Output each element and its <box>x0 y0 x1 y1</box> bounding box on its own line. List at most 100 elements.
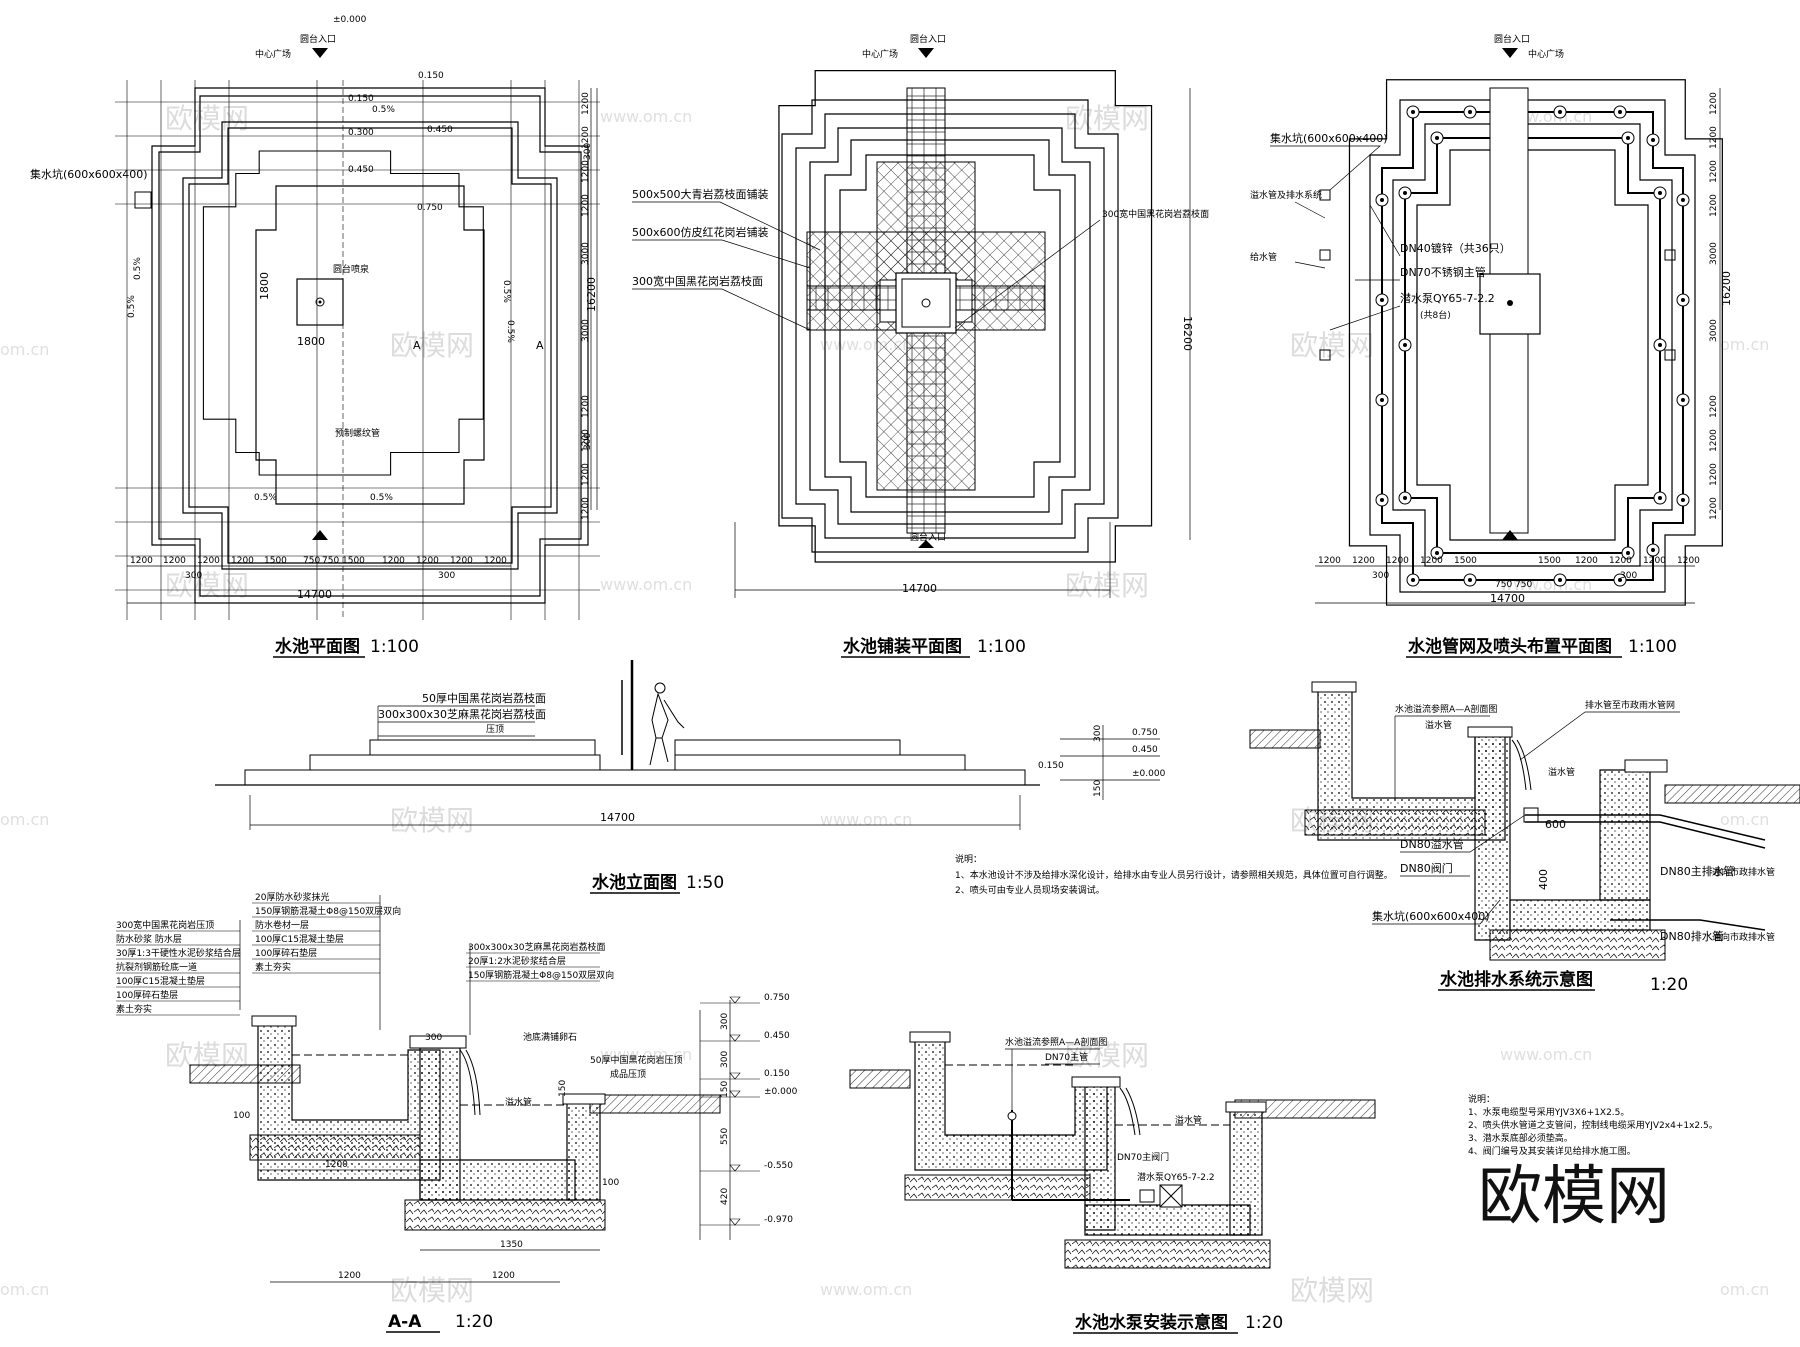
plan-slope: 0.5% <box>370 493 393 503</box>
pipes-dim-bottom: 1200 <box>1609 556 1632 566</box>
notes-head: 说明： <box>955 853 982 865</box>
section-waterline: 池底满铺卵石 <box>523 1031 577 1043</box>
elev-layer1: 50厚中国黑花岗岩荔枝面 <box>422 691 546 705</box>
plan-center-label: 圆台喷泉 <box>333 263 369 275</box>
section-layer-right: 20厚1:2水泥砂浆结合层 <box>468 955 566 967</box>
pipes-pump-count: (共8台) <box>1420 309 1451 321</box>
watermark-url: www.om.cn <box>600 1045 692 1064</box>
pipes-mid-dim: 750 750 <box>1495 580 1532 590</box>
elevation-marker-icon <box>729 1164 741 1172</box>
elev-000: ±0.000 <box>1132 769 1166 779</box>
pipes-label-a: 溢水管及排水系统 <box>1250 189 1322 201</box>
pipes-dim-right: 3000 <box>1709 319 1719 342</box>
notes-1: 1、本水池设计不涉及给排水深化设计，给排水由专业人员另行设计，请参照相关规范，具… <box>955 869 1393 881</box>
scale-elevation: 1:50 <box>686 873 724 893</box>
watermark-url: om.cn <box>0 1280 49 1299</box>
plan-spring-label: 预制螺纹管 <box>335 427 380 439</box>
section-vdim: 300 <box>720 1051 730 1068</box>
section-layer-left: 300宽中国黑花岗岩压顶 <box>116 919 214 931</box>
section-layer-left: 素土夯实 <box>116 1003 152 1015</box>
entrance-arrow-icon <box>918 48 934 58</box>
pipes-dim-bottom: 1200 <box>1352 556 1375 566</box>
plan-slope: 0.5% <box>501 280 511 303</box>
watermark-url: om.cn <box>1720 335 1769 354</box>
scale-drain: 1:20 <box>1650 975 1688 995</box>
drain-well: 集水坑(600x600x400) <box>1372 909 1490 923</box>
pipes-dim-right: 1200 <box>1709 160 1719 183</box>
elevation-marker-icon <box>729 996 741 1004</box>
watermark-text: 欧模网 <box>390 804 474 837</box>
paving-plaza: 中心广场 <box>862 48 898 60</box>
plan-elev-300: 0.300 <box>348 128 374 138</box>
paving-label-4: 300宽中国黑花岗岩荔枝面 <box>1102 208 1209 220</box>
elev-150: 0.150 <box>1038 761 1064 771</box>
paving-label-1: 500x500大青岩荔枝面铺装 <box>632 187 769 201</box>
pipes-dim-bottom: 1200 <box>1677 556 1700 566</box>
section-layer-top: 100厚碎石垫层 <box>255 947 317 959</box>
pump-notes-2: 2、喷头供水管道之支管间，控制线电缆采用YJV2x4+1x2.5。 <box>1468 1119 1718 1131</box>
plan-dim-right: 3000 <box>581 242 591 265</box>
pipes-dim-bottom: 1200 <box>1643 556 1666 566</box>
plan-drawing: 圆台入口 中心广场 集水坑(600x600x400) 圆台喷泉 1800 180… <box>30 15 600 620</box>
section-d100b: 100 <box>602 1178 619 1188</box>
plan-elev-150b: 0.150 <box>348 94 374 104</box>
section-layer-right: 300x300x30芝麻黑花岗岩荔枝面 <box>468 941 605 953</box>
plan-dim-bottom: 1200 <box>382 556 405 566</box>
plan-dim-bottom: 1200 <box>416 556 439 566</box>
pipes-dim-right: 1200 <box>1709 497 1719 520</box>
pipes-dim-bottom: 1200 <box>1318 556 1341 566</box>
scale-section: 1:20 <box>455 1312 493 1332</box>
pipes-plaza: 中心广场 <box>1528 48 1564 60</box>
pipes-dim-right: 1200 <box>1709 429 1719 452</box>
elevation-marker-icon <box>729 1218 741 1226</box>
section-elev: 0.150 <box>764 1069 790 1079</box>
drain-d600: 600 <box>1545 818 1566 831</box>
elevation-marker-icon <box>729 1090 741 1098</box>
elevation-marker-icon <box>729 1034 741 1042</box>
drain-to-well: 排水管至市政雨水管网 <box>1585 699 1675 711</box>
section-layer-top: 防水卷材一层 <box>255 919 309 931</box>
watermark-text: 欧模网 <box>165 102 249 135</box>
title-plan: 水池平面图 <box>275 636 360 657</box>
section-elev: 0.750 <box>764 993 790 1003</box>
title-pump: 水池水泵安装示意图 <box>1075 1312 1228 1333</box>
plan-elev-450: 0.450 <box>427 125 453 135</box>
section-layer-left: 抗裂剂钢筋砼底一道 <box>116 961 197 973</box>
paving-drawing: 中心广场 圆台入口 圆台入口 500x500大青岩荔枝面铺装 500x600仿皮… <box>632 33 1209 598</box>
section-d150: 150 <box>558 1080 568 1097</box>
plan-dim-bottom: 1200 <box>130 556 153 566</box>
paving-total-right: 16200 <box>1181 316 1194 351</box>
title-section: A-A <box>388 1312 422 1332</box>
drain-dn80d: DN80排水管 <box>1660 929 1724 943</box>
elevation-marker-icon <box>729 1072 741 1080</box>
drain-dn80c: DN80主排水管 <box>1660 864 1735 878</box>
scale-plan: 1:100 <box>370 637 419 657</box>
drain-dn80b: DN80阀门 <box>1400 861 1453 875</box>
plan-dim-bottom: 1200 <box>484 556 507 566</box>
plan-dim-right: 3000 <box>581 319 591 342</box>
plan-elev-150: 0.150 <box>418 71 444 81</box>
section-layer-left: 100厚C15混凝土垫层 <box>116 975 205 987</box>
pipes-dim-right: 1200 <box>1709 463 1719 486</box>
section-layer-top: 150厚钢筋混凝土Φ8@150双层双向 <box>255 905 401 917</box>
watermark-url: www.om.cn <box>600 107 692 126</box>
pump-drawing: 水池溢流参照A—A剖面图 DN70主管 DN70主阀门 潜水泵QY65-7-2.… <box>849 1031 1718 1269</box>
elev-d300: 300 <box>1093 725 1103 742</box>
plan-dim-300: 300 <box>438 571 455 581</box>
watermark-url: www.om.cn <box>600 575 692 594</box>
entrance-arrow-icon <box>312 48 328 58</box>
plan-dim-right: 1200 <box>581 194 591 217</box>
pump-notes-4: 4、阀门编号及其安装详见给排水施工图。 <box>1468 1145 1636 1157</box>
section-overflow2: 成品压顶 <box>610 1068 646 1080</box>
plan-dim-right: 1200 <box>581 160 591 183</box>
entrance-arrow-icon <box>1502 48 1518 58</box>
section-pipe: 溢水管 <box>505 1096 532 1108</box>
plan-plaza-label: 中心广场 <box>255 48 291 60</box>
drain-overflow-well: 溢水管 <box>1425 719 1452 731</box>
pipes-drain-well: 集水坑(600x600x400) <box>1270 131 1388 145</box>
pump-dn70v: DN70主阀门 <box>1117 1151 1169 1163</box>
plan-elev-450b: 0.450 <box>348 165 374 175</box>
elev-450: 0.450 <box>1132 745 1158 755</box>
pipes-total: 14700 <box>1490 592 1525 605</box>
